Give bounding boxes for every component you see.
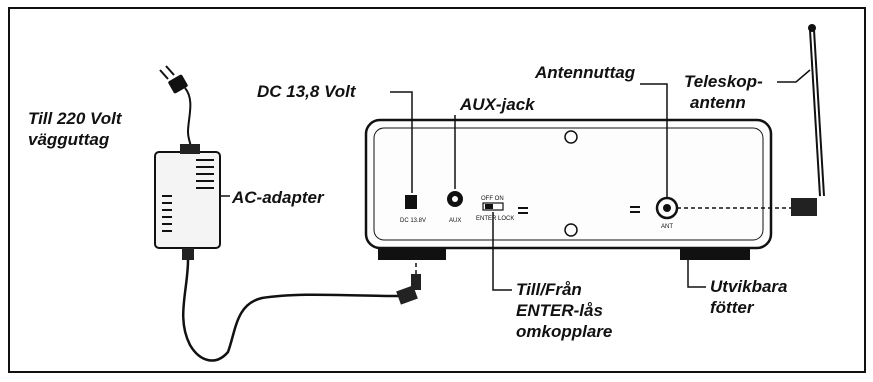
dc-jack-icon <box>405 195 417 209</box>
panel-aux-marking: AUX <box>449 218 461 224</box>
panel-dc-marking: DC 13.8V <box>400 218 426 224</box>
antenna-socket-label: Antennuttag <box>535 63 636 82</box>
radio-body <box>364 118 773 260</box>
panel-off-on-marking: OFF ON <box>481 196 504 202</box>
panel-ant-marking: ANT <box>661 224 673 230</box>
dc-plug-icon <box>396 274 421 305</box>
power-plug-icon <box>159 65 193 157</box>
leader-antenna-socket <box>640 83 668 197</box>
enter-lock-switch-label: Till/Från ENTER-lås omkopplare <box>516 280 613 341</box>
fold-out-feet-label: Utvikbara fötter <box>710 277 788 317</box>
telescopic-antenna-icon <box>677 24 825 216</box>
enter-lock-switch-icon <box>482 202 504 211</box>
aux-jack-label: AUX-jack <box>460 95 535 114</box>
telescopic-antenna-label: Teleskop- antenn <box>684 72 763 112</box>
dc-cable <box>181 259 401 362</box>
leader-dc <box>390 91 413 193</box>
ac-adapter-icon <box>154 144 221 260</box>
dc-input-label: DC 13,8 Volt <box>257 82 356 101</box>
panel-enter-lock-marking: ENTER LOCK <box>476 216 514 222</box>
leader-telescopic <box>777 69 811 83</box>
power-plug-label: Till 220 Volt vägguttag <box>28 109 122 149</box>
diagram-frame <box>8 7 866 373</box>
leader-feet <box>687 260 706 288</box>
leader-enter-lock <box>492 212 512 291</box>
ac-adapter-label: AC-adapter <box>232 188 324 207</box>
